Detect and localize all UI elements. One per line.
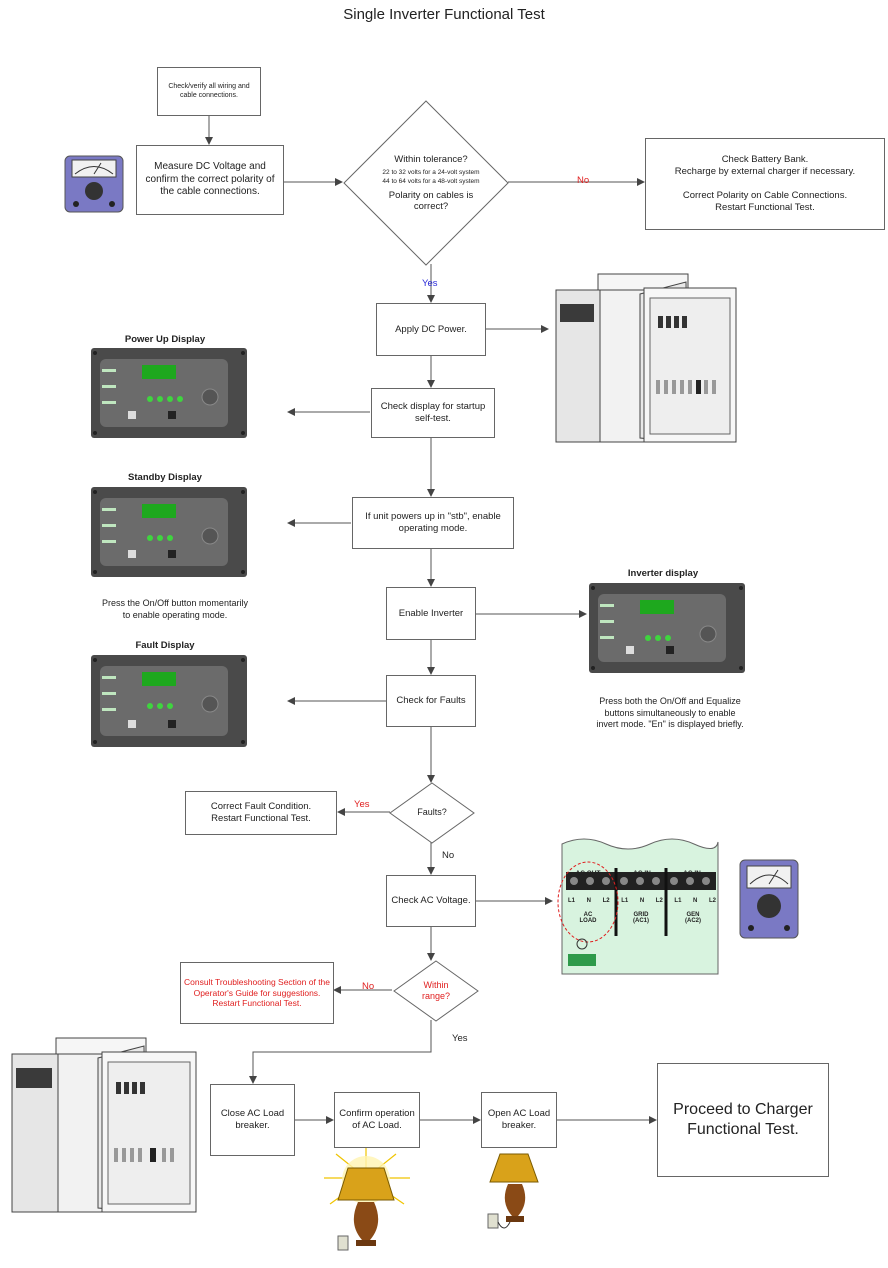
- step-apply-dc: Apply DC Power.: [376, 303, 486, 356]
- note-standby-instructions: Press the On/Off button momentarily to e…: [102, 598, 248, 620]
- step-close-ac: Close AC Load breaker.: [210, 1084, 295, 1156]
- step-enable-operating: If unit powers up in "stb", enable opera…: [352, 497, 514, 549]
- inverter-cabinet-icon: [11, 1037, 197, 1213]
- step-check-wiring: Check/verify all wiring and cable connec…: [157, 67, 261, 116]
- caption-inverter-display: Inverter display: [627, 568, 699, 579]
- terminal-pin: N: [693, 898, 698, 904]
- note-inverter-instructions: Press both the On/Off and Equalize butto…: [596, 696, 744, 730]
- label-no-range: No: [362, 981, 375, 992]
- decision-range: [393, 960, 479, 1022]
- step-battery-bank: Check Battery Bank. Recharge by external…: [645, 138, 885, 230]
- step-check-ac: Check AC Voltage.: [386, 875, 476, 927]
- terminal-header-ac-in-1: AC IN: [633, 870, 651, 877]
- label-yes-faults: Yes: [354, 799, 370, 810]
- decision-tolerance-text: Within tolerance? 22 to 32 volts for a 2…: [368, 140, 494, 226]
- tolerance-question: Within tolerance?: [394, 154, 468, 166]
- terminal-group-ac-load: AC LOAD: [579, 912, 597, 924]
- inverter-cabinet-icon: [555, 273, 737, 443]
- multimeter-icon: [64, 155, 124, 213]
- power-up-display-panel: [91, 348, 247, 438]
- caption-fault-display: Fault Display: [135, 640, 195, 651]
- terminal-header-ac-in-2: AC IN: [683, 870, 701, 877]
- terminal-pin: N: [586, 898, 591, 904]
- terminal-pin: L2: [708, 898, 716, 904]
- lamp-off-icon: [487, 1153, 539, 1229]
- arrow-yes-close: [249, 1020, 432, 1084]
- step-check-display: Check display for startup self-test.: [371, 388, 495, 438]
- step-correct-fault: Correct Fault Condition. Restart Functio…: [185, 791, 337, 835]
- terminal-pin: L2: [602, 898, 610, 904]
- step-confirm-ac: Confirm operation of AC Load.: [334, 1092, 420, 1148]
- label-yes-range: Yes: [452, 1033, 468, 1044]
- terminal-group-grid: GRID (AC1): [633, 912, 649, 924]
- step-proceed-charger: Proceed to Charger Functional Test.: [657, 1063, 829, 1177]
- caption-standby-display: Standby Display: [128, 472, 202, 483]
- terminal-pin: L2: [655, 898, 663, 904]
- lamp-on-icon: [324, 1148, 410, 1251]
- standby-display-panel: [91, 487, 247, 577]
- polarity-question: Polarity on cables is correct?: [388, 189, 474, 212]
- decision-faults-text: Faults?: [417, 806, 447, 817]
- step-open-ac: Open AC Load breaker.: [481, 1092, 557, 1148]
- terminal-pin: N: [639, 898, 645, 904]
- inverter-display-panel: [589, 583, 745, 673]
- label-yes-tolerance: Yes: [422, 278, 438, 289]
- decision-faults: [389, 782, 475, 844]
- label-no-tolerance: No: [577, 175, 590, 186]
- decision-tolerance: [343, 100, 509, 266]
- step-check-faults: Check for Faults: [386, 675, 476, 727]
- label-no-faults: No: [442, 850, 455, 861]
- terminal-header-ac-out: AC OUT: [575, 870, 601, 877]
- terminal-pin: L1: [568, 898, 576, 904]
- terminal-labels: AC OUT AC IN AC IN L1 N L2 L1 N L2 L1 N …: [552, 832, 724, 978]
- caption-power-up-display: Power Up Display: [124, 334, 206, 345]
- tolerance-ranges: 22 to 32 volts for a 24-volt system 44 t…: [382, 169, 480, 185]
- multimeter-icon: [739, 859, 799, 939]
- step-enable-inverter: Enable Inverter: [386, 587, 476, 640]
- terminal-pins: L1 N L2 L1 N L2 L1 N L2: [568, 898, 716, 904]
- step-consult-guide: Consult Troubleshooting Section of the O…: [180, 962, 334, 1024]
- decision-range-text: Within range?: [421, 980, 451, 1001]
- fault-display-panel: [91, 655, 247, 747]
- terminal-group-gen: GEN (AC2): [685, 912, 701, 924]
- terminal-pin: L1: [674, 898, 682, 904]
- ac-terminal-block: [557, 838, 719, 975]
- step-measure-dc: Measure DC Voltage and confirm the corre…: [136, 145, 284, 215]
- terminal-pin: L1: [621, 898, 629, 904]
- diagram-title: Single Inverter Functional Test: [343, 6, 545, 23]
